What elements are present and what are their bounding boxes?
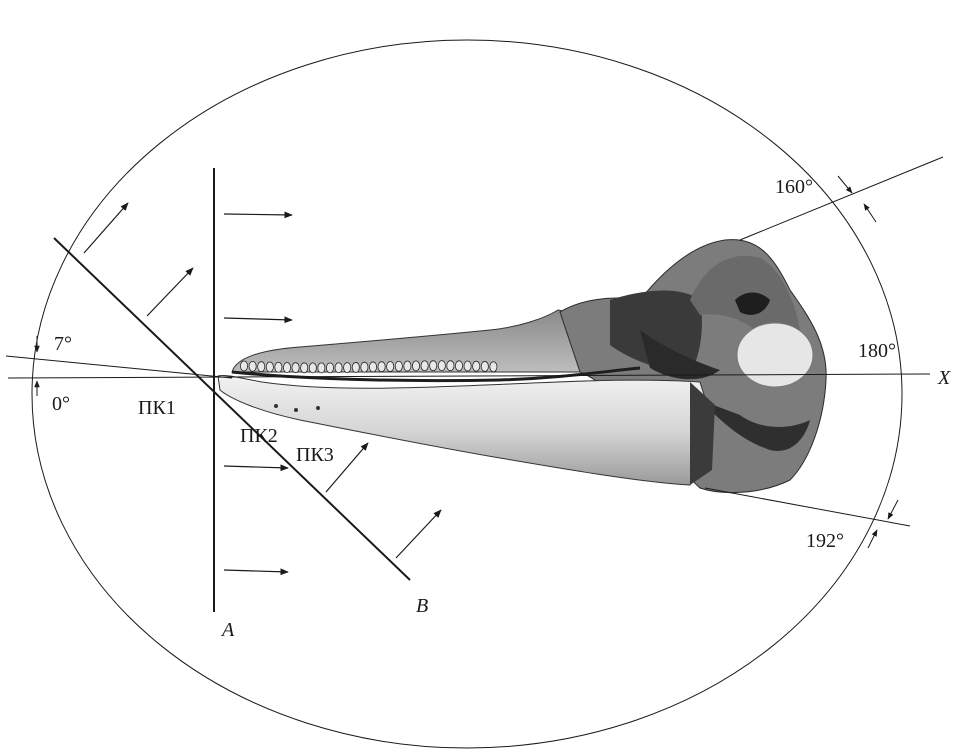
tooth <box>430 361 437 371</box>
tooth <box>258 362 265 372</box>
tooth <box>455 361 462 371</box>
pk1-label: ПК1 <box>138 397 176 419</box>
tooth <box>283 363 290 373</box>
tooth <box>266 362 273 372</box>
tooth <box>361 362 368 372</box>
tooth <box>490 362 497 372</box>
tooth <box>387 361 394 371</box>
axis-x-label: X <box>937 367 951 389</box>
tooth <box>481 361 488 371</box>
pk3-label: ПК3 <box>296 444 334 466</box>
line-a-label: A <box>220 619 235 641</box>
tooth <box>326 363 333 373</box>
angle-160-label: 160° <box>775 176 813 198</box>
tooth <box>309 363 316 373</box>
angle-0-label: 0° <box>52 393 70 415</box>
tooth <box>318 363 325 373</box>
angle-7-label: 7° <box>54 333 72 355</box>
line-160 <box>740 157 943 240</box>
tooth <box>447 361 454 371</box>
angle-192-label: 192° <box>806 530 844 552</box>
tooth <box>421 361 428 371</box>
tooth <box>378 362 385 372</box>
tooth <box>292 363 299 373</box>
tooth <box>344 363 351 373</box>
angle-180-label: 180° <box>858 340 896 362</box>
tooth <box>404 361 411 371</box>
tooth <box>438 361 445 371</box>
tooth <box>395 361 402 371</box>
tooth <box>249 361 256 371</box>
tooth <box>352 362 359 372</box>
tooth <box>275 362 282 372</box>
tooth <box>335 363 342 373</box>
tooth <box>369 362 376 372</box>
tooth <box>240 361 247 371</box>
tooth <box>473 361 480 371</box>
tooth <box>301 363 308 373</box>
tooth <box>464 361 471 371</box>
tooth <box>412 361 419 371</box>
seven-degree-line <box>6 356 232 378</box>
line-b-label: B <box>416 595 428 617</box>
pk2-label: ПК2 <box>240 425 278 447</box>
